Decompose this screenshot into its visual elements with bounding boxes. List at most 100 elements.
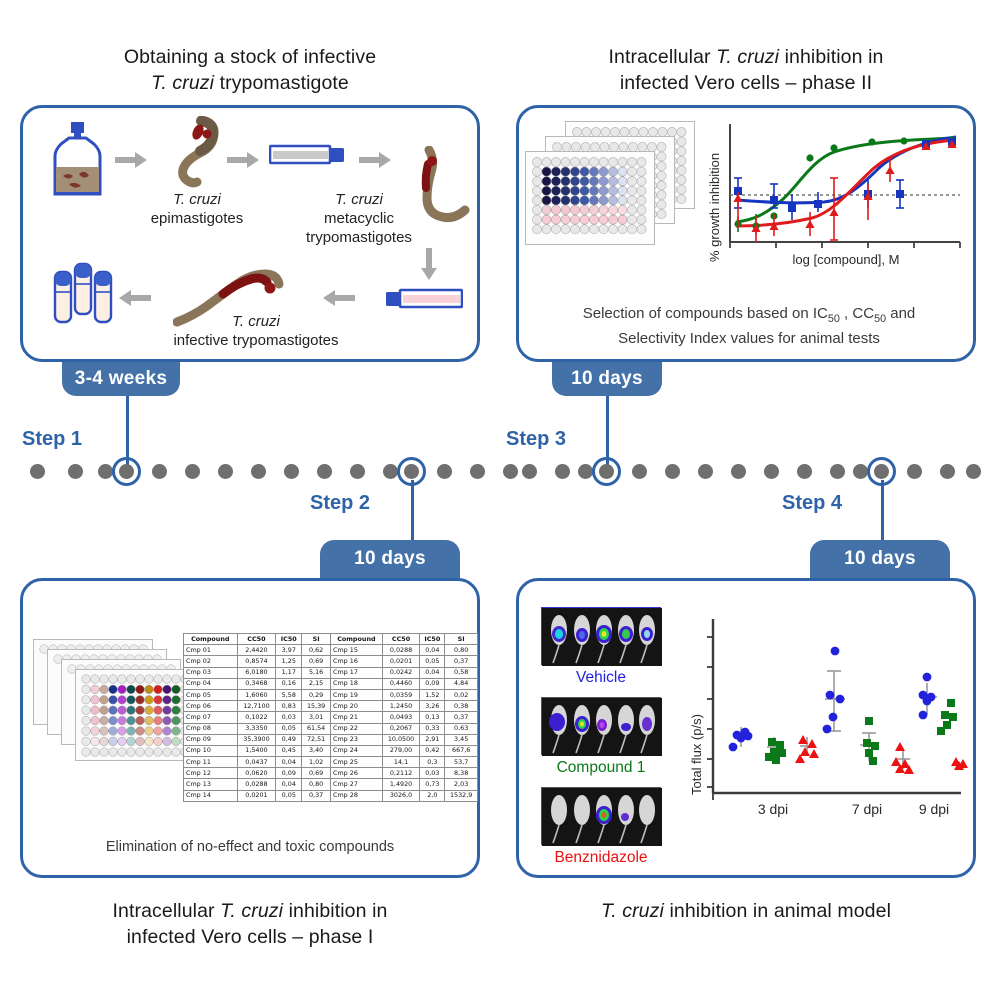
- timeline-dot: [522, 464, 537, 479]
- cell-cc50: 0,0620: [236, 767, 277, 780]
- cap3-l2: Selectivity Index values for animal test…: [618, 330, 880, 347]
- chart1-xlabel: log [compound], M: [792, 252, 900, 267]
- timeline-dot: [830, 464, 845, 479]
- timeline-dot: [764, 464, 779, 479]
- label-meta-l1: metacyclic: [323, 210, 394, 227]
- cell-ic50: 0,33: [419, 722, 446, 735]
- step3-title-b: inhibition in: [779, 46, 884, 68]
- badge-stem-step4: [881, 480, 884, 540]
- chart2-tick-9dpi: 9 dpi: [918, 801, 950, 817]
- th-compound: Compound: [183, 632, 238, 646]
- panel-title-step1: Obtaining a stock of infective T. cruzi …: [20, 44, 480, 96]
- panel-step1: T. cruzi epimastigotes T. cruzi metacycl…: [20, 105, 480, 362]
- cell-ic50: 0,49: [275, 733, 303, 746]
- timeline-dot: [853, 464, 868, 479]
- badge-stem-step3: [606, 396, 609, 468]
- timeline-dot: [383, 464, 398, 479]
- cell-cc50: 0,0359: [381, 688, 421, 702]
- panel-title-step3: Intracellular T. cruzi inhibition in inf…: [516, 44, 976, 96]
- cell-compound: Cmp 14: [183, 789, 238, 802]
- timeline-dot: [284, 464, 299, 479]
- cell-compound: Cmp 22: [330, 722, 383, 735]
- epimastigote-icon: [178, 116, 219, 188]
- cell-compound: Cmp 01: [183, 644, 238, 657]
- cell-cc50: 0,0493: [381, 711, 421, 724]
- label-epi-italic: T. cruzi: [173, 191, 221, 208]
- chart2-tick-7dpi: 7 dpi: [851, 801, 883, 817]
- cell-si: 61,54: [301, 722, 331, 735]
- timeline-ring-step1[interactable]: [112, 457, 141, 486]
- cell-ic50: 0,05: [275, 722, 303, 735]
- cell-compound: Cmp 26: [330, 767, 383, 780]
- label-infective: T. cruzi infective trypomastigotes: [141, 312, 371, 350]
- th-si: SI: [301, 632, 331, 646]
- step1-title-italic: T. cruzi: [151, 72, 215, 94]
- cell-cc50: 279,00: [381, 744, 421, 758]
- culture-tube-pink-icon: [386, 288, 463, 309]
- chart1-plot: [729, 124, 961, 248]
- cell-compound: Cmp 09: [183, 733, 238, 746]
- cell-compound: Cmp 05: [183, 688, 238, 702]
- mouse-image-compound1: [541, 697, 662, 756]
- cell-compound: Cmp 07: [183, 711, 238, 724]
- badge-step4-duration: 10 days: [810, 540, 950, 578]
- label-meta-italic: T. cruzi: [335, 191, 383, 208]
- cell-ic50: 0,3: [419, 756, 446, 769]
- cell-cc50: 0,0201: [381, 655, 421, 668]
- table-header-row: Compound CC50 IC50 SI: [183, 632, 331, 646]
- cell-compound: Cmp 20: [330, 700, 383, 713]
- timeline-dot: [665, 464, 680, 479]
- cell-ic50: 0,13: [419, 711, 446, 724]
- panel-step4: Vehicle: [516, 578, 976, 878]
- cap3-a: Selection of compounds based on IC: [582, 305, 828, 322]
- step4-title-italic: T. cruzi: [600, 900, 664, 922]
- cell-si: 2,15: [301, 677, 331, 690]
- cell-cc50: 35,3900: [236, 733, 277, 746]
- cell-si: 667,6: [444, 744, 478, 758]
- timeline-dot: [940, 464, 955, 479]
- cell-compound: Cmp 15: [330, 644, 383, 657]
- cell-si: 0,69: [301, 767, 331, 780]
- cell-ic50: 0,04: [275, 756, 303, 769]
- timeline-dot: [68, 464, 83, 479]
- cell-cc50: 0,2067: [381, 722, 421, 735]
- cell-si: 0,80: [444, 644, 478, 657]
- chart-total-flux: Total flux (p/s): [679, 609, 969, 849]
- cell-ic50: 0,05: [275, 789, 303, 802]
- label-meta-l2: trypomastigotes: [306, 229, 412, 246]
- cell-ic50: 0,09: [275, 767, 303, 780]
- cell-compound: Cmp 03: [183, 666, 238, 679]
- infective-trypomastigote-icon: [173, 269, 284, 327]
- label-epi-text: epimastigotes: [150, 210, 244, 227]
- well-plate-front: [525, 151, 655, 245]
- cell-cc50: 1,5400: [236, 744, 277, 758]
- cell-ic50: 1,52: [419, 688, 446, 702]
- th-cc50: CC50: [236, 632, 277, 646]
- timeline-dot: [98, 464, 113, 479]
- cell-cc50: 1,6060: [236, 688, 277, 702]
- cell-compound: Cmp 18: [330, 677, 383, 690]
- cell-si: 53,7: [444, 756, 478, 769]
- cell-ic50: 0,04: [419, 644, 446, 657]
- cap3-b: , CC: [839, 305, 875, 322]
- cell-compound: Cmp 24: [330, 744, 383, 758]
- cell-ic50: 0,05: [419, 655, 446, 668]
- cell-cc50: 0,0288: [236, 778, 277, 791]
- cell-ic50: 1,25: [275, 655, 303, 668]
- timeline-ring-step3[interactable]: [592, 457, 621, 486]
- arrow-metacyclic-to-pinktube: [421, 248, 437, 285]
- cell-cc50: 10,0500: [381, 733, 421, 746]
- cell-compound: Cmp 10: [183, 744, 238, 758]
